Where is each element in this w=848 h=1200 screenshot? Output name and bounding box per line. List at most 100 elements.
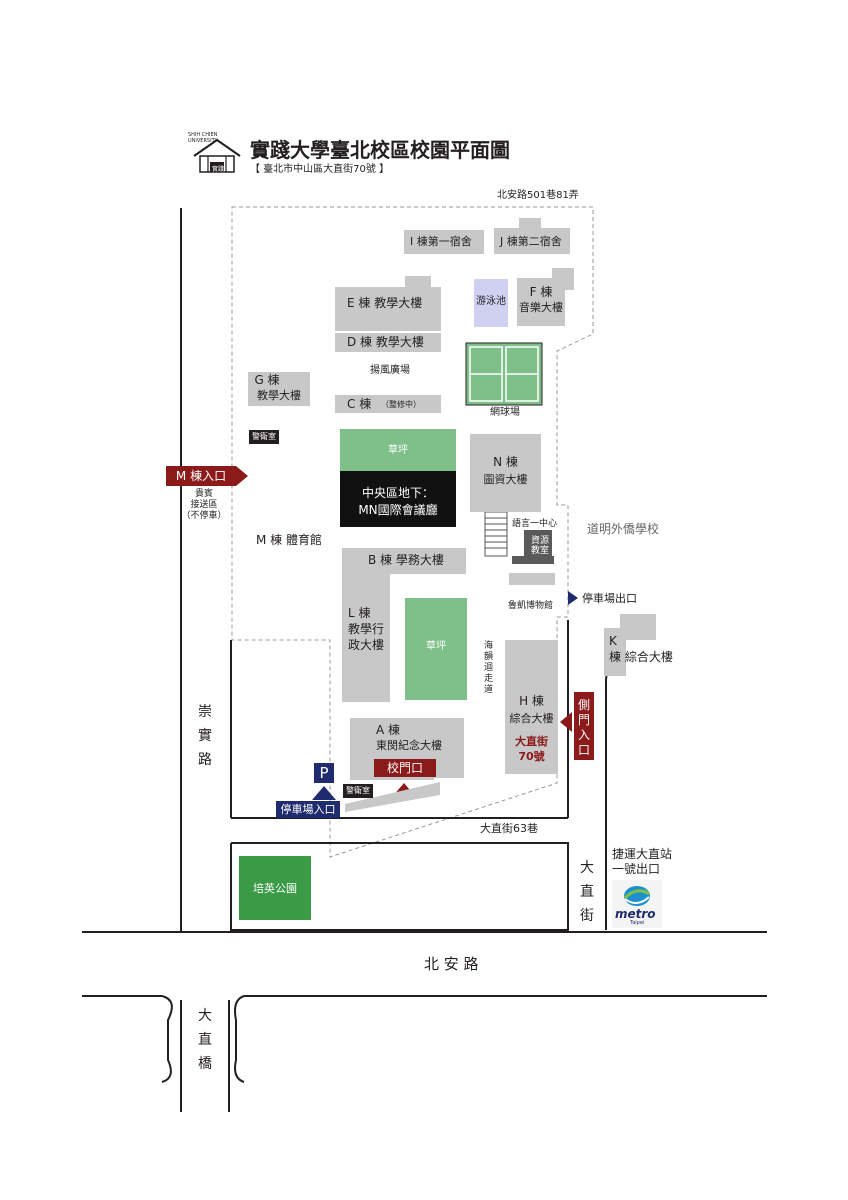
tennis-court-label: 網球場: [490, 407, 520, 418]
building-f-label-1: F 棟: [529, 285, 553, 299]
lawn-north-label: 草坪: [388, 445, 408, 456]
building-h-address-1: 大直街: [515, 735, 548, 748]
building-a-label-2: 東閔紀念大樓: [376, 739, 442, 752]
swimming-pool[interactable]: [474, 279, 508, 327]
m-entry-arrow: [236, 466, 248, 486]
road-dazhi-street-text: 大直街: [580, 860, 594, 924]
building-g-label-2: 教學大樓: [257, 389, 301, 402]
university-logo: 實踐 SHIH CHIEN UNIVERSITY: [188, 132, 246, 176]
parking-entry-arrow: [312, 786, 336, 800]
road-dazhi-bridge-text: 大直橋: [198, 1008, 212, 1072]
lawn-central-label: 草坪: [426, 641, 446, 652]
m-building-entrance[interactable]: M 棟入口: [166, 466, 236, 486]
plaza-label: 揚風廣場: [370, 365, 410, 376]
central-hall-label-1: 中央區地下：: [361, 486, 434, 500]
building-k-wing: [620, 614, 656, 640]
road-north-lane: 北安路501巷81弄: [497, 190, 579, 201]
building-i-label: I 棟第一宿舍: [410, 235, 472, 248]
logo-seal-text: 實踐: [212, 166, 225, 173]
parking-entrance[interactable]: 停車場入口: [276, 801, 340, 818]
parking-sign: P: [314, 763, 334, 783]
a-building-wing: [434, 718, 464, 778]
building-d[interactable]: [335, 333, 441, 352]
peiying-park[interactable]: [239, 856, 311, 920]
building-j-label: J 棟第二宿舍: [500, 235, 562, 248]
building-i[interactable]: [404, 230, 484, 254]
metro-logo[interactable]: metro Taipei: [612, 880, 662, 928]
school-label: 道明外僑學校: [587, 522, 660, 536]
building-f-wing: [552, 268, 574, 290]
resource-room-label-2: 教室: [530, 546, 549, 556]
museum-label: 魯凱博物館: [508, 601, 554, 611]
page-address: 【 臺北市中山區大直街70號 】: [250, 164, 390, 175]
road-chongshi-text: 崇實路: [198, 704, 212, 768]
road-chongshi: 崇實路: [196, 700, 214, 772]
building-e-wing: [405, 276, 431, 288]
building-c-note: （整修中）: [381, 400, 421, 409]
central-hall-label-2: MN國際會議廳: [358, 503, 438, 517]
metro-logo-text: metro: [615, 907, 656, 921]
building-h[interactable]: [505, 640, 558, 774]
building-n-label-1: N 棟: [493, 455, 518, 469]
central-hall-underground[interactable]: [340, 471, 456, 527]
parking-exit-arrow: [568, 591, 578, 605]
building-g[interactable]: [248, 372, 310, 406]
logo-wordmark: SHIH CHIEN UNIVERSITY: [188, 132, 218, 144]
building-l-label-2: 教學行: [348, 622, 385, 636]
building-l[interactable]: [342, 574, 390, 702]
park-block-outline: [230, 842, 569, 931]
side-gate-entrance[interactable]: 側門入口: [574, 692, 594, 760]
road-dazhi-lane63: 大直街63巷: [480, 822, 538, 835]
language-center-label: 語言一中心: [512, 519, 558, 529]
guard-room-south[interactable]: 警衛室: [343, 784, 373, 798]
tennis-court: [465, 342, 543, 406]
guard-room-north[interactable]: 警衛室: [249, 430, 279, 444]
resource-room-base: [512, 556, 554, 564]
resource-room-label-1: 資源: [530, 536, 549, 546]
metro-exit-label-1: 捷運大直站: [612, 847, 673, 861]
logo-emblem-icon: [193, 138, 241, 173]
dropoff-label-1: 貴賓: [194, 489, 213, 499]
road-dazhi-bridge: 大直橋: [196, 1004, 214, 1076]
dropoff-label-3: （不停車）: [181, 511, 227, 521]
building-d-label: D 棟 教學大樓: [347, 335, 424, 349]
building-b-label: B 棟 學務大樓: [368, 553, 444, 567]
museum-strip: [509, 573, 555, 585]
building-h-address-2: 70號: [518, 750, 545, 763]
lawn-north[interactable]: [340, 429, 456, 471]
dazhi-bridge-right: [234, 995, 245, 1083]
building-k[interactable]: [604, 628, 626, 676]
building-n[interactable]: [470, 434, 541, 512]
building-m-label: M 棟 體育館: [256, 533, 322, 547]
building-h-label-1: H 棟: [519, 694, 544, 708]
building-b[interactable]: [342, 548, 466, 574]
metro-logo-icon: [623, 886, 650, 906]
a-building-ramp: [345, 782, 440, 812]
building-c[interactable]: [335, 395, 441, 413]
corridor-label: 海韻迴走道: [484, 641, 494, 695]
dropoff-label-2: 接送區: [190, 500, 218, 510]
building-a-label-1: A 棟: [376, 723, 401, 737]
building-e-label: E 棟 教學大樓: [347, 296, 423, 310]
building-l-label-3: 政大樓: [348, 638, 385, 652]
side-gate-arrow: [560, 712, 572, 732]
building-f-label-2: 音樂大樓: [519, 301, 563, 314]
building-e[interactable]: [335, 287, 441, 331]
building-j[interactable]: [494, 228, 570, 254]
road-dazhi-street: 大直街: [578, 856, 596, 928]
page-title: 實踐大學臺北校區校園平面圖: [250, 138, 510, 162]
metro-logo-subtext: Taipei: [630, 920, 645, 926]
n-building-stairs: [484, 511, 508, 557]
building-n-label-2: 圖資大樓: [483, 473, 528, 486]
campus-boundary: [231, 206, 594, 858]
parking-exit-label[interactable]: 停車場出口: [582, 592, 637, 605]
building-l-label-1: L 棟: [348, 606, 371, 620]
lawn-central[interactable]: [405, 598, 467, 700]
side-gate-label: 側門入口: [577, 698, 590, 757]
building-j-roof: [519, 218, 541, 230]
building-c-label: C 棟: [347, 397, 372, 411]
main-gate-entrance[interactable]: 校門口: [374, 759, 436, 777]
building-k-label-2: 棟 綜合大樓: [609, 650, 673, 664]
building-g-label-1: G 棟: [254, 373, 280, 387]
